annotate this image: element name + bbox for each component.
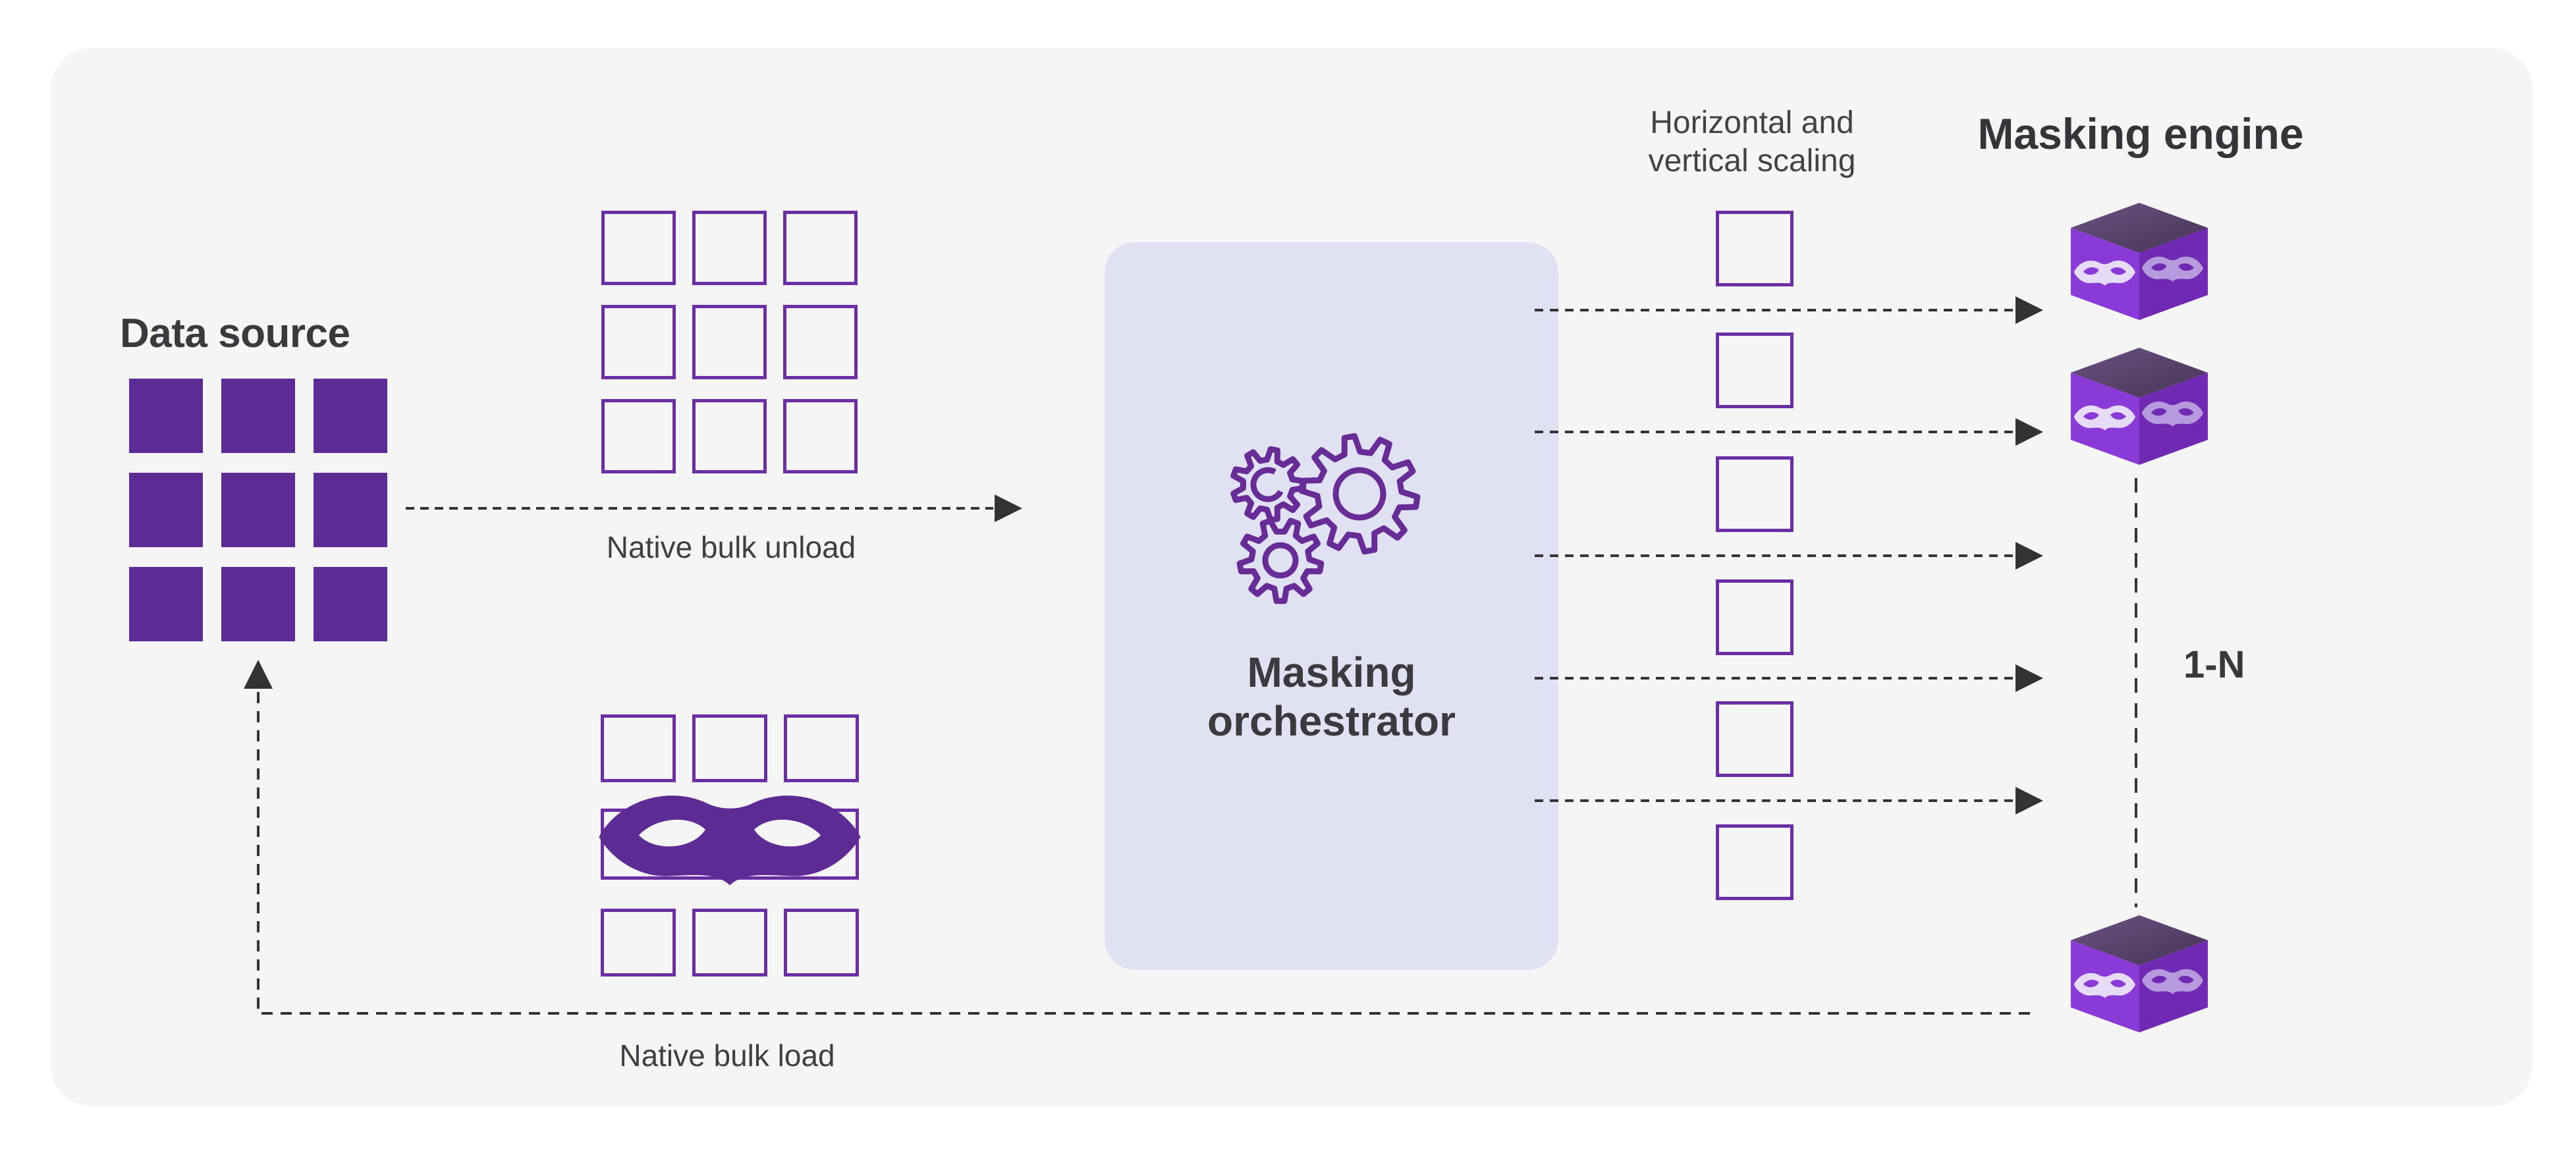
unmasked-table-grid-icon — [601, 211, 858, 473]
scaling-square-icon — [1716, 701, 1794, 777]
masking-engine-cube-icon — [2069, 201, 2209, 321]
masking-orchestrator-box: Masking orchestrator — [1105, 242, 1558, 970]
grid-cell — [783, 305, 858, 379]
grid-cell — [601, 211, 676, 285]
grid-cell — [221, 567, 295, 641]
scaling-squares-column — [1716, 48, 1794, 970]
engine-range-label: 1-N — [2183, 643, 2245, 686]
scaling-square-icon — [1716, 333, 1794, 408]
scaling-square-icon — [1716, 824, 1794, 900]
scaling-label: Horizontal and vertical scaling — [1648, 105, 1856, 178]
diagram-card: Data source Native bulk unload — [51, 48, 2533, 1106]
scaling-square-icon — [1716, 456, 1794, 532]
mask-icon — [599, 795, 861, 886]
grid-cell — [314, 567, 387, 641]
native-bulk-unload-label: Native bulk unload — [606, 530, 856, 564]
grid-cell — [129, 379, 203, 453]
grid-cell — [601, 305, 676, 379]
orchestrator-title: Masking orchestrator — [1207, 649, 1456, 745]
native-bulk-load-label: Native bulk load — [619, 1038, 835, 1073]
scaling-square-icon — [1716, 211, 1794, 286]
masking-engine-cube-icon — [2069, 346, 2209, 466]
data-source-grid-icon — [129, 379, 387, 641]
masking-engine-title: Masking engine — [1977, 109, 2304, 158]
grid-cell — [221, 473, 295, 547]
masked-table-grid-icon — [599, 714, 861, 978]
masking-engine-cube-icon — [2069, 914, 2209, 1034]
grid-cell — [784, 714, 859, 782]
gears-icon — [1230, 433, 1421, 604]
grid-cell — [221, 379, 295, 453]
grid-cell — [129, 567, 203, 641]
grid-cell — [129, 473, 203, 547]
grid-cell — [692, 909, 767, 976]
grid-cell — [692, 305, 767, 379]
grid-cell — [601, 909, 676, 976]
grid-cell — [314, 379, 387, 453]
grid-cell — [692, 714, 767, 782]
grid-cell — [601, 399, 676, 473]
grid-cell — [783, 211, 858, 285]
grid-cell — [692, 399, 767, 473]
data-source-title: Data source — [120, 311, 350, 356]
grid-cell — [783, 399, 858, 473]
scaling-square-icon — [1716, 579, 1794, 655]
grid-cell — [692, 211, 767, 285]
grid-cell — [784, 909, 859, 976]
grid-cell — [601, 714, 676, 782]
grid-cell — [314, 473, 387, 547]
